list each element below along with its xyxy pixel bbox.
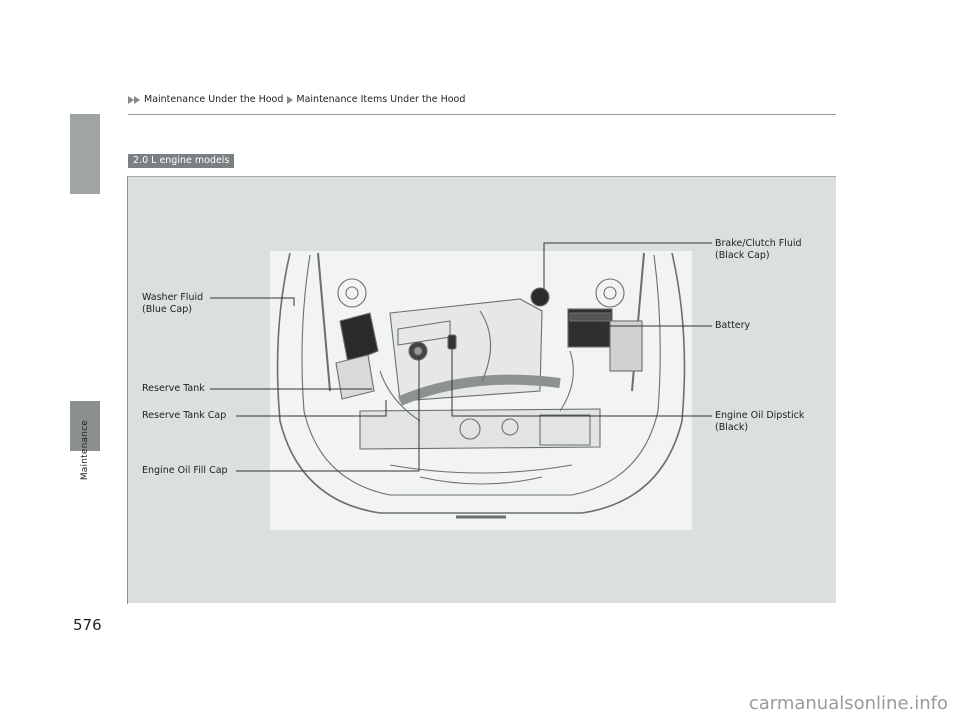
- callout-washer-fluid: Washer Fluid (Blue Cap): [142, 292, 204, 315]
- sidebar-bar: [70, 114, 100, 194]
- double-arrow-icon: [128, 95, 140, 104]
- washer-fluid-leader: [210, 297, 295, 306]
- callout-engine-oil-fill-cap: Engine Oil Fill Cap: [142, 465, 228, 476]
- reserve-tank-cap-leader: [236, 400, 387, 417]
- callout-battery: Battery: [715, 320, 751, 331]
- engine-bay-drawing: [276, 252, 686, 519]
- watermark: carmanualsonline.info: [748, 693, 948, 714]
- engine-oil-fill-cap-leader: [236, 356, 420, 472]
- header-rule: [128, 114, 836, 115]
- dipstick-leader: [451, 345, 712, 417]
- panel-left-border: [127, 176, 128, 604]
- page-number: 576: [73, 616, 102, 634]
- arrow-icon: [287, 95, 294, 104]
- breadcrumb-item-under-hood[interactable]: Maintenance Under the Hood: [144, 94, 284, 105]
- callout-brake-clutch-fluid: Brake/Clutch Fluid (Black Cap): [715, 238, 802, 261]
- breadcrumb: Maintenance Under the Hood Maintenance I…: [128, 94, 465, 105]
- callout-engine-oil-dipstick: Engine Oil Dipstick (Black): [715, 410, 805, 433]
- engine-bay-illustration: [270, 251, 692, 530]
- engine-model-badge: 2.0 L engine models: [128, 154, 235, 168]
- brake-clutch-leader: [543, 242, 712, 293]
- breadcrumb-item-items[interactable]: Maintenance Items Under the Hood: [296, 94, 466, 105]
- section-tab: [70, 401, 100, 451]
- callout-reserve-tank: Reserve Tank: [142, 383, 205, 394]
- panel-top-border: [128, 176, 836, 177]
- callout-reserve-tank-cap: Reserve Tank Cap: [142, 410, 227, 421]
